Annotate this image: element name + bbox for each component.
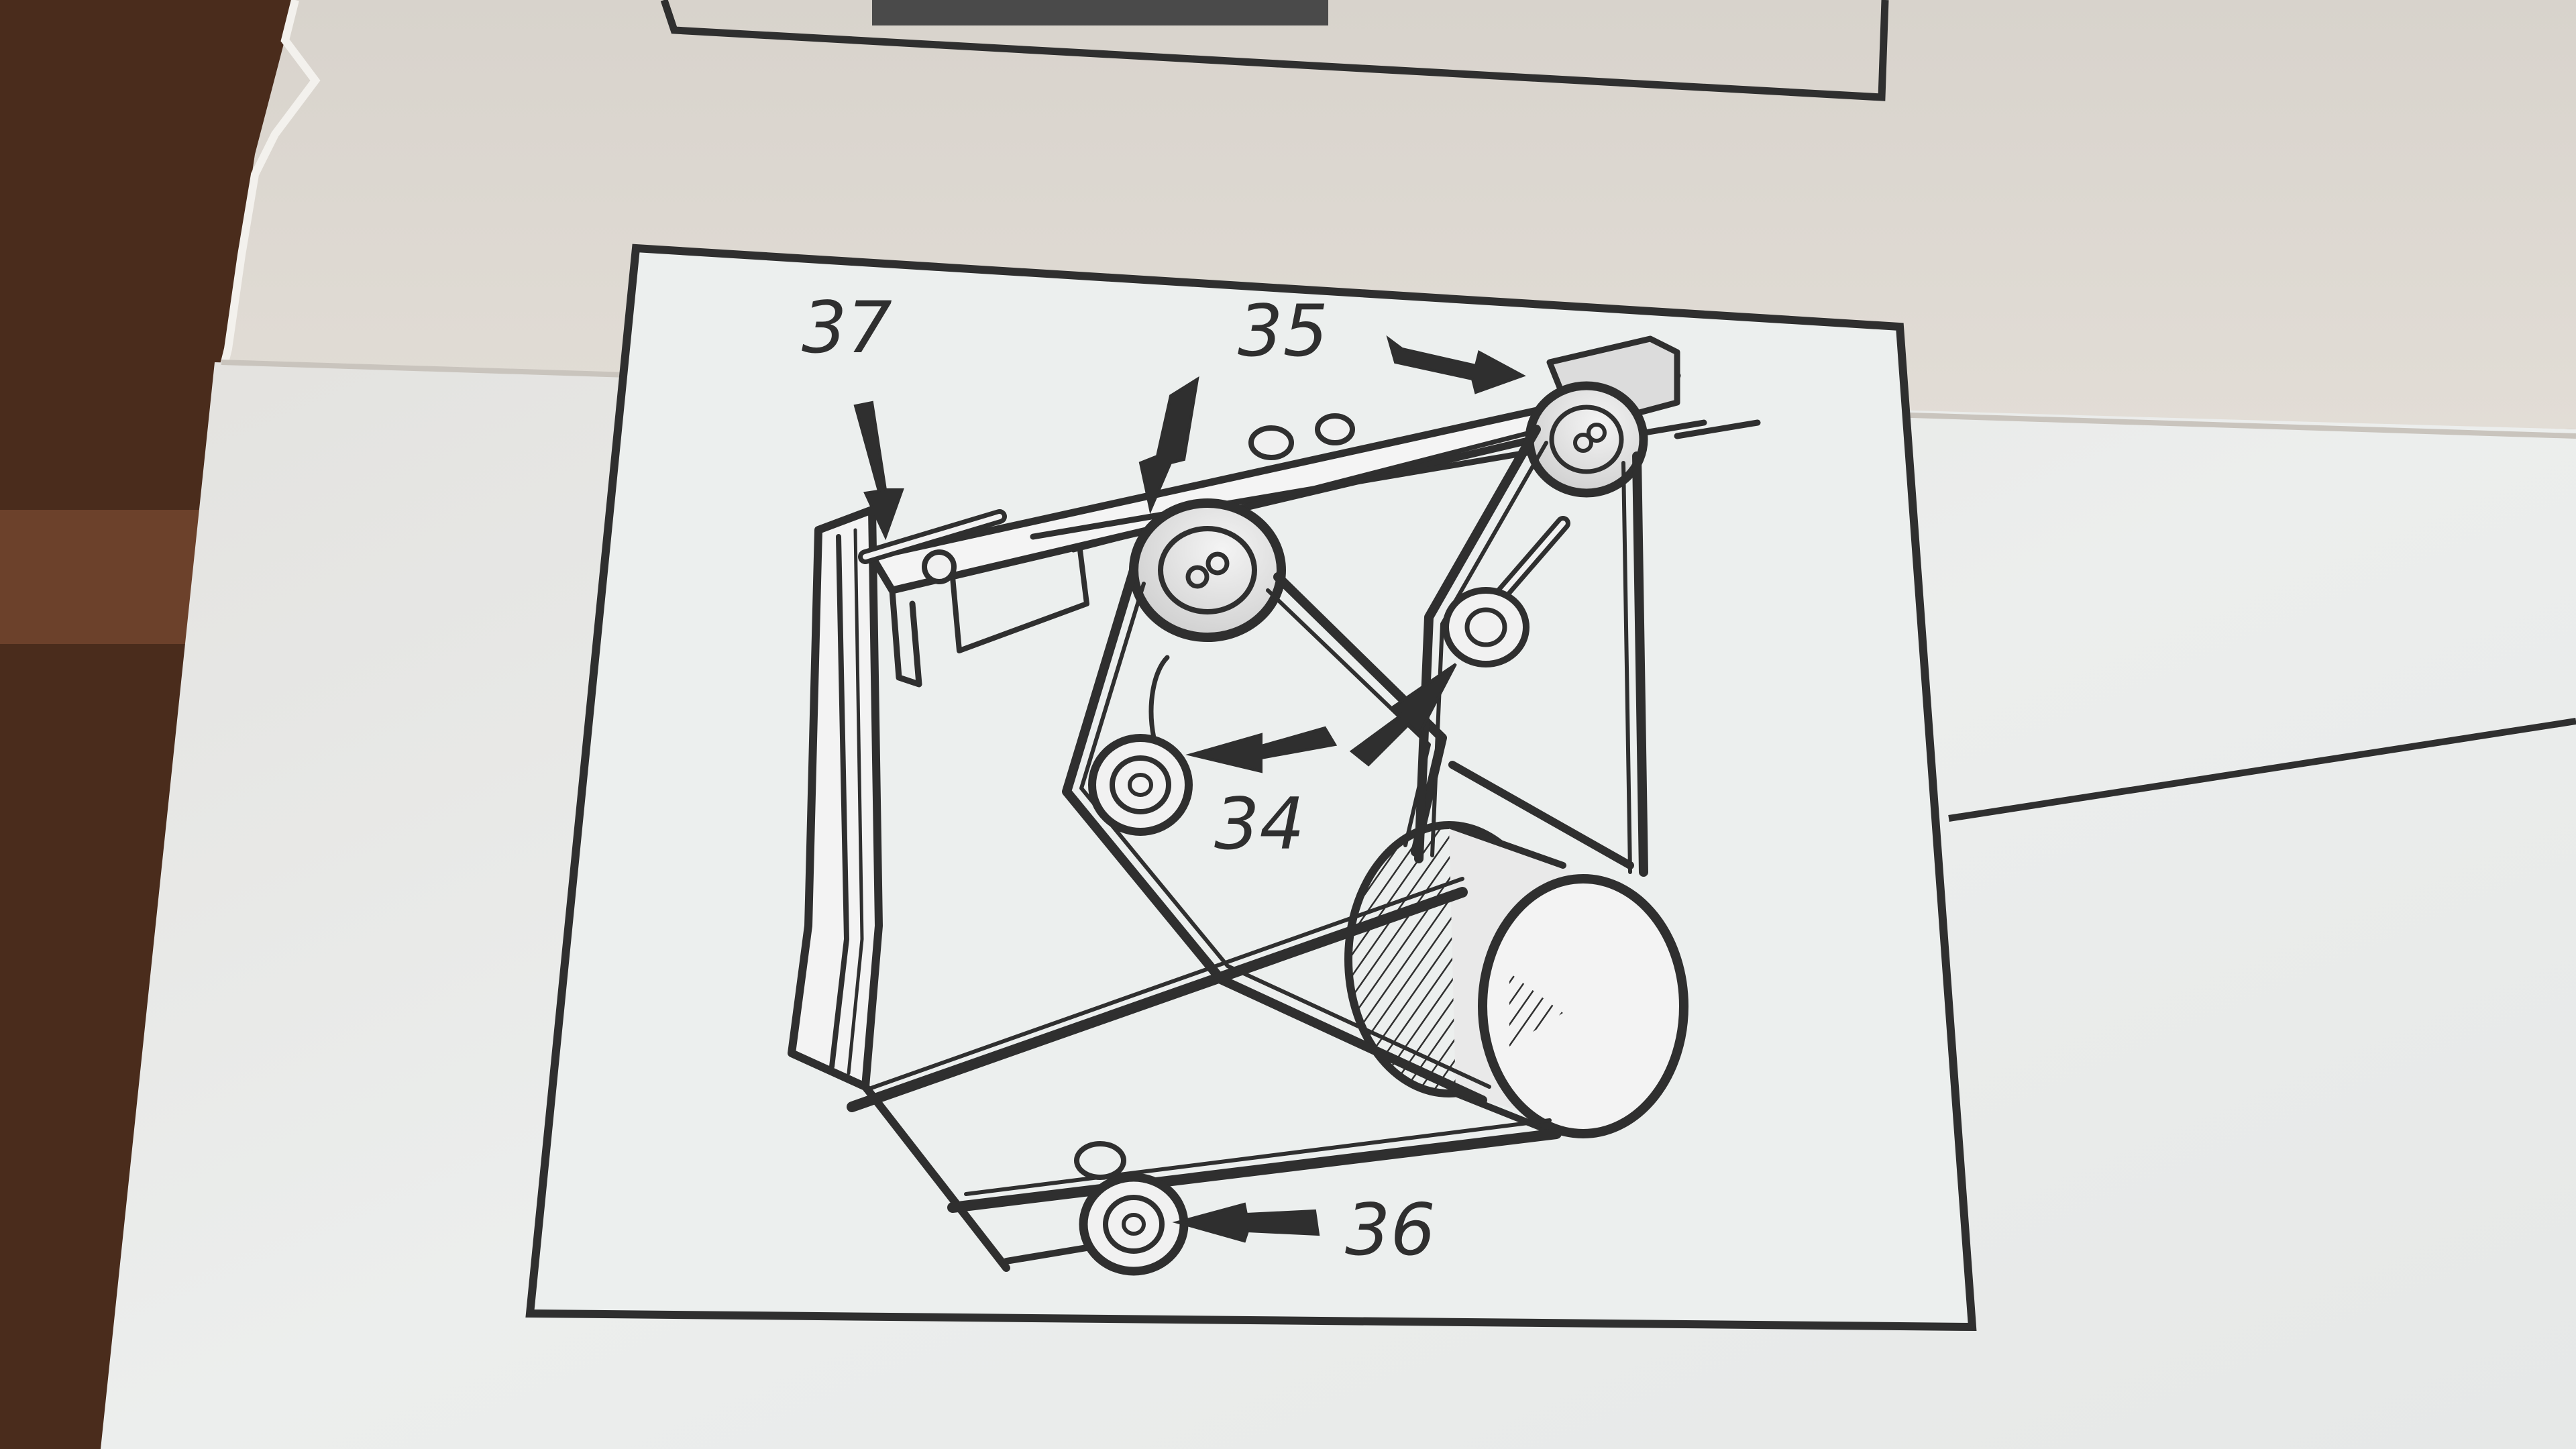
figure-leader-line [1948, 718, 2576, 822]
callout-arrows [853, 335, 1526, 1243]
idler-pulley-right [1442, 587, 1529, 667]
arrow-35-right [1386, 335, 1526, 394]
pulley-upper-left [1129, 498, 1286, 642]
callout-34: 34 [1214, 783, 1305, 865]
arrow-34 [1185, 726, 1338, 773]
arrow-idler-right [1349, 663, 1457, 767]
belt-cross [1448, 761, 1634, 869]
belt-bottom-upper [847, 887, 1468, 1112]
previous-figure-part [872, 0, 1328, 25]
belt-right-right [1632, 451, 1648, 877]
belt-left-outer [1062, 566, 1487, 1105]
callout-36: 36 [1345, 1189, 1436, 1271]
idler-pulley-36 [1079, 1173, 1189, 1276]
callout-37: 37 [802, 286, 892, 369]
paper-torn-edge [217, 0, 321, 377]
pulley-upper-right [1525, 381, 1648, 498]
arrow-37 [853, 400, 904, 541]
mechanism-drawing [788, 335, 1761, 1276]
previous-figure-frame [660, 0, 1889, 101]
idler-pulley-34 [1088, 734, 1193, 836]
table-highlight [0, 510, 215, 644]
belt-right-left [1414, 425, 1541, 863]
arrow-36 [1172, 1202, 1320, 1243]
belt-bottom-lower [947, 1128, 1562, 1213]
callout-35: 35 [1238, 290, 1328, 372]
drum-front [1478, 874, 1688, 1138]
arrow-35-left [1138, 376, 1199, 515]
